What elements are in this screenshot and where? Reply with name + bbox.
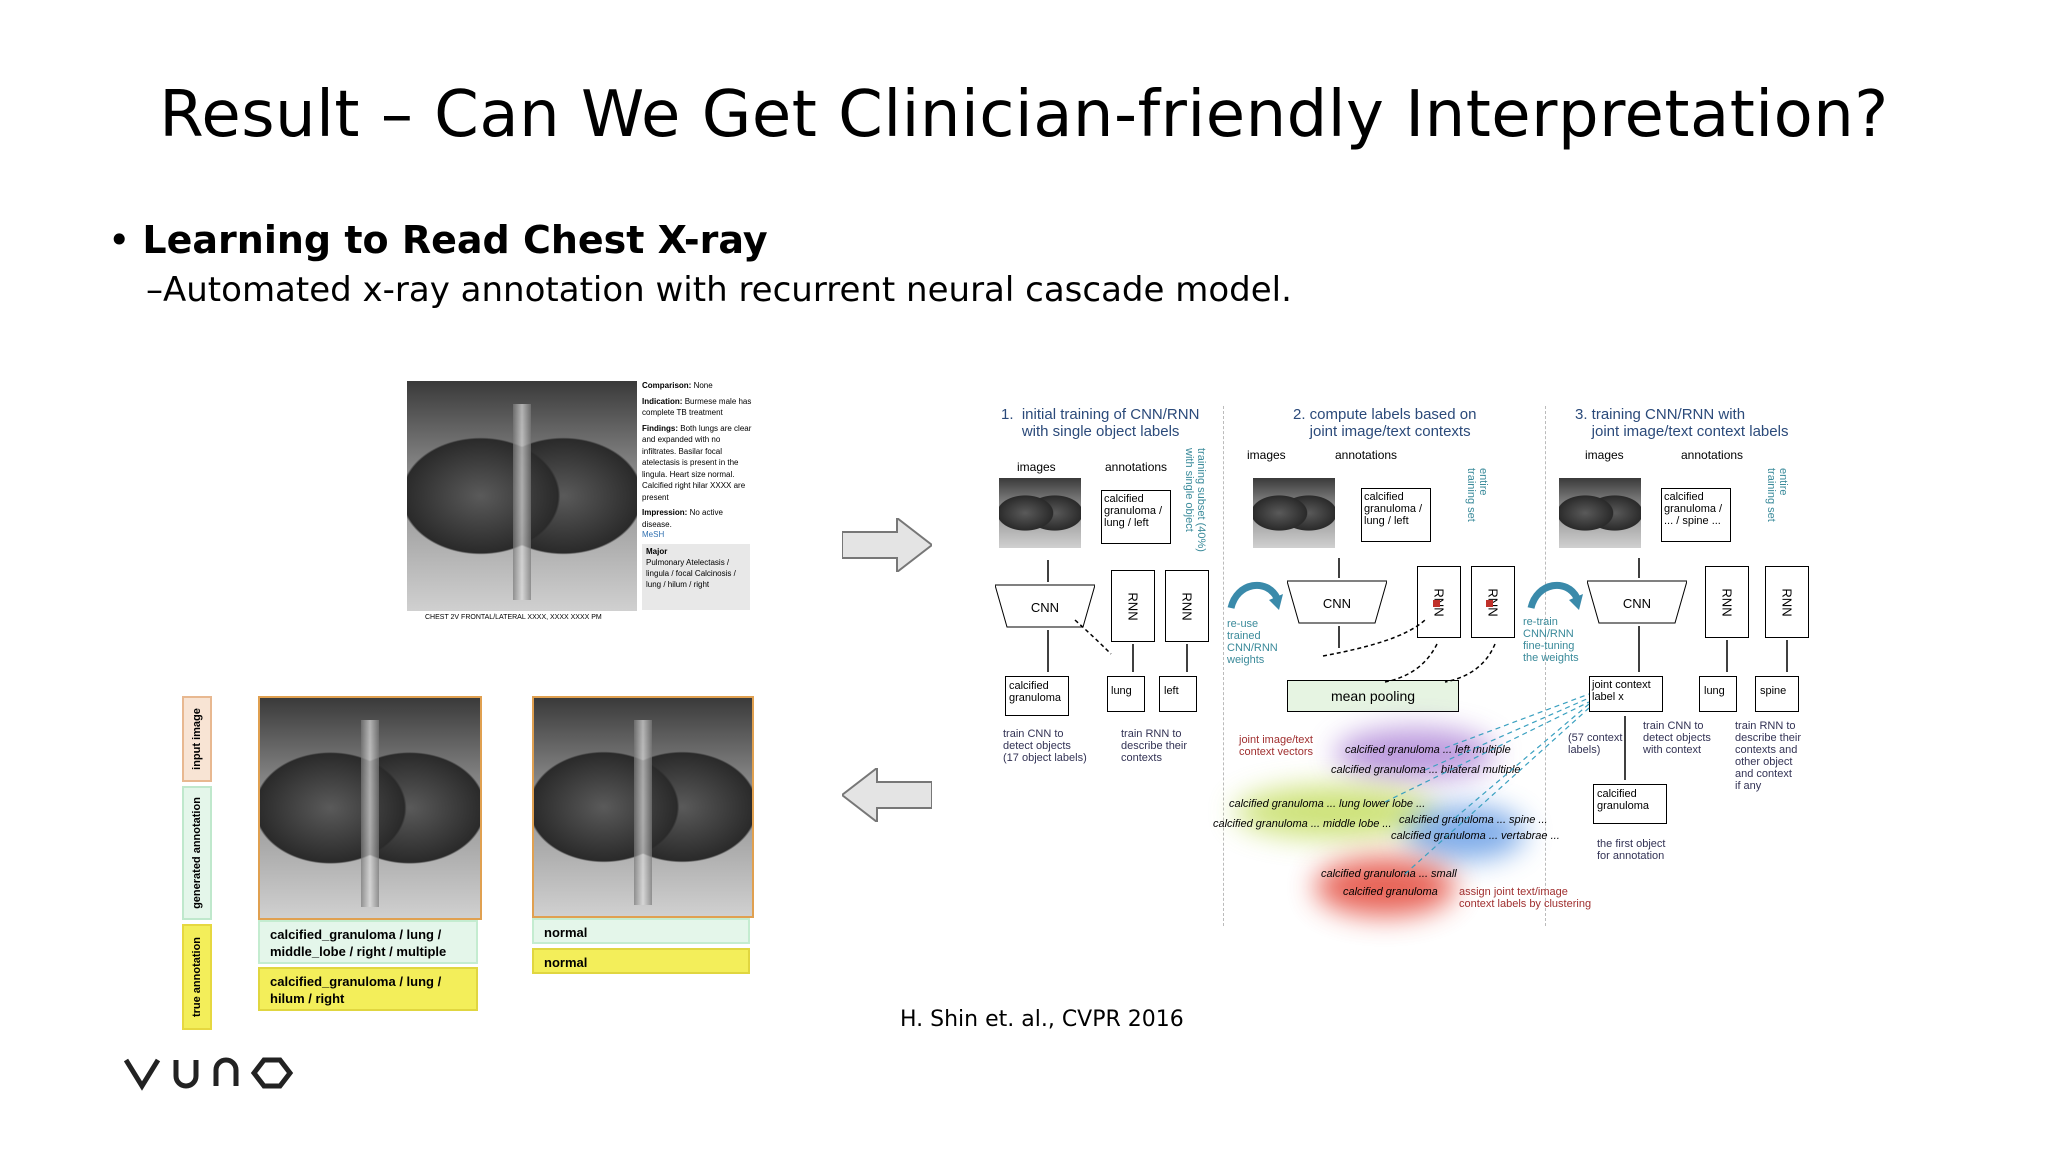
svg-text:CNN: CNN bbox=[1323, 596, 1351, 611]
step3-title: 3. training CNN/RNN with joint image/tex… bbox=[1575, 406, 1789, 440]
rnn-block-2b: RNN bbox=[1471, 566, 1515, 638]
cluster-text-7: calcified granuloma bbox=[1343, 886, 1438, 898]
svg-text:CNN: CNN bbox=[1623, 596, 1651, 611]
mesh-major-box: Major Pulmonary Atelectasis / lingula / … bbox=[642, 544, 750, 610]
mean-pooling-box: mean pooling bbox=[1287, 680, 1459, 712]
output-lung-1: lung bbox=[1107, 676, 1145, 712]
images-label-1: images bbox=[1017, 460, 1056, 474]
reuse-arrow-icon bbox=[1227, 581, 1283, 610]
cnn-block-2: CNN bbox=[1287, 580, 1387, 624]
left-true-annotation: calcified_granuloma / lung / hilum / rig… bbox=[258, 967, 478, 1011]
cluster-purple bbox=[1335, 728, 1495, 780]
arrow-left-icon bbox=[842, 768, 932, 822]
cluster-red bbox=[1315, 858, 1455, 916]
result-xray-right bbox=[532, 696, 754, 918]
output-spine-3: spine bbox=[1755, 676, 1799, 712]
train-rnn-caption-1: train RNN to describe their contexts bbox=[1121, 728, 1188, 764]
cluster-text-6: calcified granuloma ... small bbox=[1321, 868, 1457, 880]
retrain-arrow-icon bbox=[1527, 581, 1583, 610]
left-generated-annotation: calcified_granuloma / lung / middle_lobe… bbox=[258, 920, 478, 964]
rnn-block-3a: RNN bbox=[1705, 566, 1749, 638]
radiology-report: Comparison: None Indication: Burmese mal… bbox=[642, 381, 752, 529]
image-stack-2 bbox=[1253, 478, 1335, 548]
annotations-label-1: annotations bbox=[1105, 460, 1168, 474]
cluster-text-3: calcified granuloma ... middle lobe ... bbox=[1213, 818, 1392, 830]
train-cnn-caption-3: train CNN to detect objects with context bbox=[1643, 720, 1711, 756]
rnn-block-3b: RNN bbox=[1765, 566, 1809, 638]
cnn-block-3: CNN bbox=[1587, 580, 1687, 624]
cluster-text-5: calcified granuloma ... vertabrae ... bbox=[1391, 830, 1560, 842]
slide-title: Result – Can We Get Clinician-friendly I… bbox=[159, 78, 1889, 152]
images-label-3: images bbox=[1585, 448, 1624, 462]
right-true-annotation: normal bbox=[532, 948, 750, 974]
image-stack-3 bbox=[1559, 478, 1641, 548]
rnn-block-1a: RNN bbox=[1111, 570, 1155, 642]
assign-clustering-label: assign joint text/image context labels b… bbox=[1459, 886, 1592, 910]
annotations-label-2: annotations bbox=[1335, 448, 1398, 462]
cluster-blue bbox=[1405, 806, 1525, 860]
output-lung-3: lung bbox=[1699, 676, 1737, 712]
vuno-logo-mark bbox=[123, 1057, 294, 1091]
bullet-point: •Learning to Read Chest X-ray bbox=[108, 218, 768, 262]
annotation-box-3: calcified granuloma / ... / spine ... bbox=[1661, 488, 1731, 542]
train-rnn-caption-3: train RNN to describe their contexts and… bbox=[1735, 720, 1802, 792]
divider-1 bbox=[1223, 406, 1224, 926]
input-image-tab: input image bbox=[182, 696, 212, 782]
cluster-text-2: calcified granuloma ... lung lower lobe … bbox=[1229, 798, 1426, 810]
entire-training-label-3: entire training set bbox=[1765, 468, 1789, 522]
arrow-right-icon bbox=[842, 518, 932, 572]
bullet-dot: • bbox=[108, 218, 131, 262]
svg-text:CNN: CNN bbox=[1031, 600, 1059, 615]
rnn-block-2a: RNN bbox=[1417, 566, 1461, 638]
divider-2 bbox=[1545, 406, 1546, 926]
context-57-label: (57 context labels) bbox=[1568, 732, 1623, 756]
joint-vectors-label: joint image/text context vectors bbox=[1239, 734, 1313, 758]
retrain-label: re-train CNN/RNN fine-tuning the weights bbox=[1523, 616, 1579, 664]
cluster-text-0: calcified granuloma ... left multiple bbox=[1345, 744, 1511, 756]
annotation-box-1: calcified granuloma / lung / left bbox=[1101, 490, 1171, 544]
citation: H. Shin et. al., CVPR 2016 bbox=[900, 1007, 1184, 1032]
step2-title: 2. compute labels based on joint image/t… bbox=[1293, 406, 1477, 440]
train-cnn-caption-1: train CNN to detect objects (17 object l… bbox=[1003, 728, 1087, 764]
result-xray-left bbox=[258, 696, 482, 920]
joint-context-box: joint context label x bbox=[1589, 676, 1663, 712]
cluster-green bbox=[1235, 786, 1435, 838]
true-annotation-tab: true annotation bbox=[182, 924, 212, 1030]
annotation-box-2: calcified granuloma / lung / left bbox=[1361, 488, 1431, 542]
input-xray-image bbox=[407, 381, 637, 611]
entire-training-label-2: entire training set bbox=[1465, 468, 1489, 522]
cluster-text-4: calcified granuloma ... spine ... bbox=[1399, 814, 1548, 826]
output-calcified-1: calcified granuloma bbox=[1005, 676, 1069, 716]
vuno-logo bbox=[123, 1052, 304, 1103]
first-object-caption: the first object for annotation bbox=[1597, 838, 1666, 862]
images-label-2: images bbox=[1247, 448, 1286, 462]
right-generated-annotation: normal bbox=[532, 918, 750, 944]
annotations-label-3: annotations bbox=[1681, 448, 1744, 462]
bullet-text: Learning to Read Chest X-ray bbox=[142, 218, 768, 262]
pipeline-diagram: 1. initial training of CNN/RNN with sing… bbox=[985, 398, 1825, 926]
generated-annotation-tab: generated annotation bbox=[182, 786, 212, 920]
rnn-block-1b: RNN bbox=[1165, 570, 1209, 642]
training-subset-label: training subset (40%) with single object bbox=[1183, 448, 1207, 552]
reuse-weights-label: re-use trained CNN/RNN weights bbox=[1227, 618, 1278, 666]
sub-bullet: –Automated x-ray annotation with recurre… bbox=[146, 270, 1292, 310]
mesh-label: MeSH bbox=[642, 530, 665, 539]
xray-caption: CHEST 2V FRONTAL/LATERAL XXXX, XXXX XXXX… bbox=[425, 614, 602, 621]
diagram-connectors bbox=[1047, 558, 1788, 875]
output-left-1: left bbox=[1159, 676, 1197, 712]
first-object-box: calcified granuloma bbox=[1593, 784, 1667, 824]
image-stack-1 bbox=[999, 478, 1081, 548]
step1-title: 1. initial training of CNN/RNN with sing… bbox=[1001, 406, 1200, 440]
